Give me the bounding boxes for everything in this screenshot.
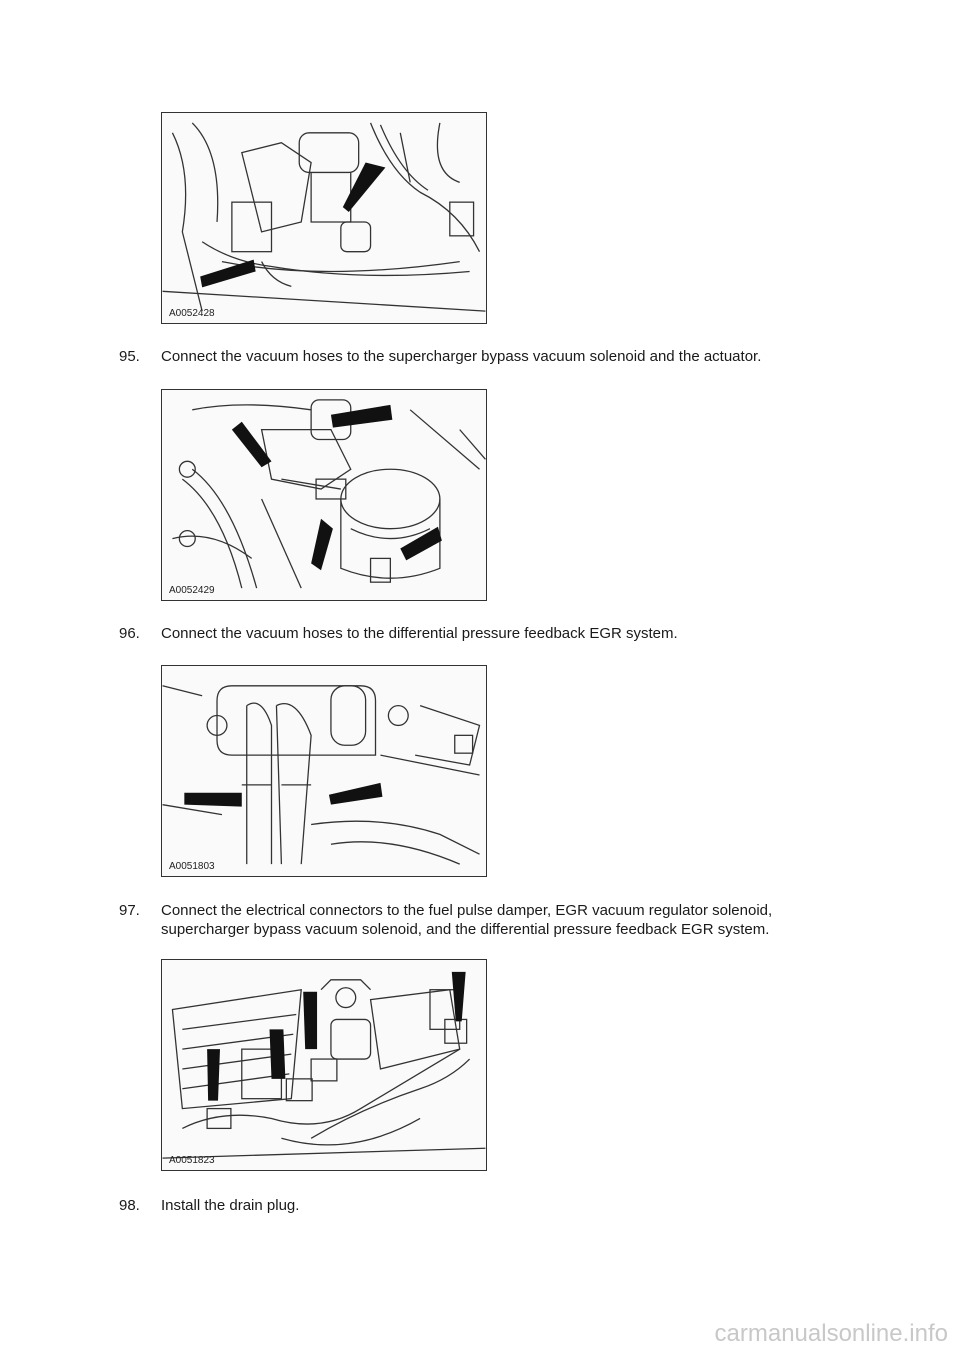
- arrow-icon: [311, 518, 333, 571]
- arrow-icon: [184, 792, 242, 807]
- arrow-icon: [330, 404, 393, 428]
- step-97: 97. Connect the electrical connectors to…: [119, 901, 839, 939]
- step-number: 96.: [119, 625, 140, 642]
- figure-electrical-connectors: A0051823: [161, 959, 487, 1171]
- step-text: Install the drain plug.: [161, 1197, 300, 1214]
- step-98: 98. Install the drain plug.: [119, 1196, 839, 1215]
- arrow-icon: [303, 991, 318, 1050]
- arrow-icon: [231, 421, 272, 468]
- step-text: Connect the vacuum hoses to the supercha…: [161, 348, 762, 365]
- step-96: 96. Connect the vacuum hoses to the diff…: [119, 624, 839, 643]
- engine-illustration: [172, 399, 486, 589]
- figure-vacuum-hoses-egr: A0052429: [161, 389, 487, 601]
- figure-dpfe-hoses: A0051803: [161, 665, 487, 877]
- step-number: 95.: [119, 348, 140, 365]
- step-number: 97.: [119, 902, 140, 919]
- engine-illustration: [162, 971, 486, 1159]
- step-95: 95. Connect the vacuum hoses to the supe…: [119, 347, 839, 366]
- step-number: 98.: [119, 1197, 140, 1214]
- engine-illustration: [162, 122, 486, 312]
- watermark: carmanualsonline.info: [714, 1320, 948, 1347]
- arrow-icon: [400, 526, 442, 561]
- arrow-icon: [451, 971, 466, 1022]
- figure-id: A0052428: [169, 308, 215, 319]
- arrow-icon: [200, 259, 256, 288]
- figure-id: A0051803: [169, 861, 215, 872]
- figure-id: A0051823: [169, 1155, 215, 1166]
- arrow-icon: [207, 1049, 220, 1101]
- arrow-icon: [328, 782, 383, 805]
- step-text: Connect the vacuum hoses to the differen…: [161, 625, 678, 642]
- step-text: Connect the electrical connectors to the…: [161, 902, 773, 938]
- arrow-icon: [269, 1029, 286, 1079]
- figure-vacuum-solenoid: A0052428: [161, 112, 487, 324]
- engine-illustration: [162, 685, 481, 865]
- figure-id: A0052429: [169, 585, 215, 596]
- arrow-icon: [342, 162, 386, 213]
